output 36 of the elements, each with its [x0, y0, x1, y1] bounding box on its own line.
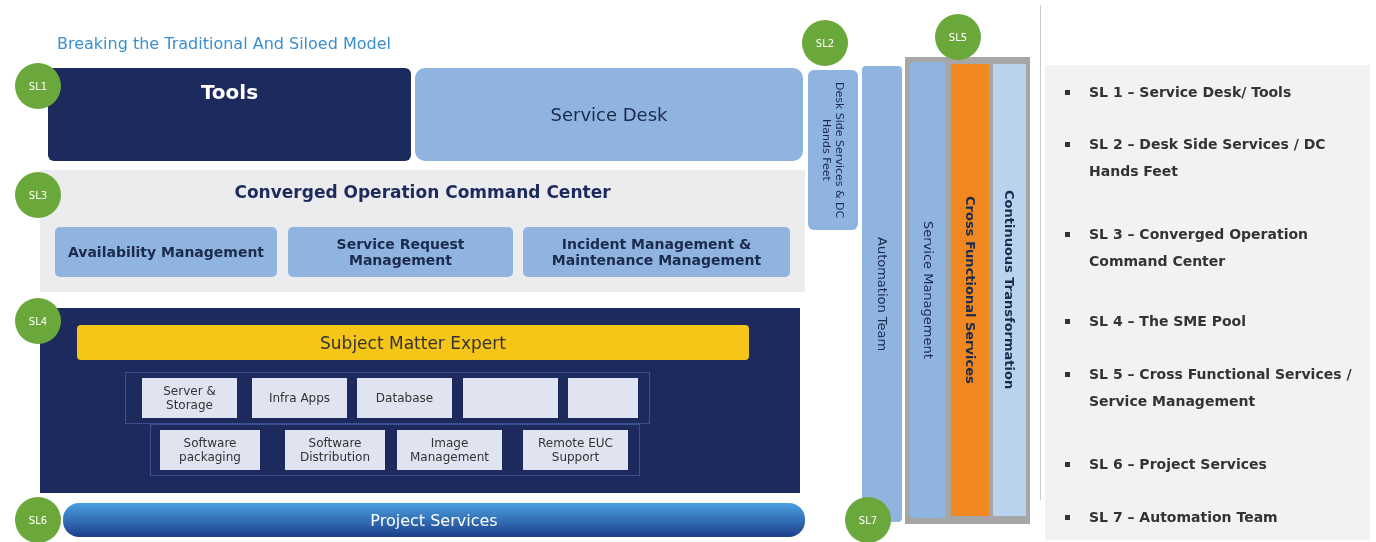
bullet-item: SL 4 – The SME Pool — [1089, 312, 1247, 331]
bullet-item: SL 5 – Cross Functional Services / Service Management — [1089, 365, 1353, 411]
tools-box: Tools — [48, 68, 411, 161]
level-badge: SL3 — [15, 172, 61, 218]
skill-tile: Software Distribution — [285, 430, 385, 470]
level-badge: SL2 — [802, 20, 848, 66]
vertical-box: Cross Functional Services — [951, 64, 989, 516]
process-box: Service Request Management — [288, 227, 513, 277]
process-box: Incident Management & Maintenance Management — [523, 227, 790, 277]
level-badge: SL4 — [15, 298, 61, 344]
skill-tile: Infra Apps — [252, 378, 347, 418]
project-services-bar: Project Services — [63, 503, 805, 537]
diagram-title: Breaking the Traditional And Siloed Model — [57, 34, 391, 53]
skill-tile: Software packaging — [160, 430, 260, 470]
process-box: Availability Management — [55, 227, 277, 277]
skill-tile — [463, 378, 558, 418]
sme-bar: Subject Matter Expert — [77, 325, 749, 360]
vertical-box: Continuous Transformation — [993, 64, 1026, 516]
skill-tile: Server & Storage — [142, 378, 237, 418]
skill-tile: Image Management — [397, 430, 502, 470]
vertical-box: Desk Side Services & DC Hands Feet — [808, 70, 858, 230]
bullet-item: SL 2 – Desk Side Services / DC Hands Feet — [1089, 135, 1327, 181]
bullet-item: SL 6 – Project Services — [1089, 455, 1268, 474]
vertical-box: Service Management — [910, 62, 946, 518]
level-badge: SL6 — [15, 497, 61, 542]
service-desk-box: Service Desk — [415, 68, 803, 161]
level-badge: SL1 — [15, 63, 61, 109]
bullet-item: SL 7 – Automation Team — [1089, 508, 1279, 527]
bullet-item: SL 1 – Service Desk/ Tools — [1089, 83, 1293, 102]
skill-tile: Remote EUC Support — [523, 430, 628, 470]
level-badge: SL5 — [935, 14, 981, 60]
bullet-item: SL 3 – Converged Operation Command Center — [1089, 225, 1309, 271]
level-badge: SL7 — [845, 497, 891, 542]
skill-tile: Database — [357, 378, 452, 418]
skill-tile — [568, 378, 638, 418]
service-panel — [905, 57, 1030, 524]
